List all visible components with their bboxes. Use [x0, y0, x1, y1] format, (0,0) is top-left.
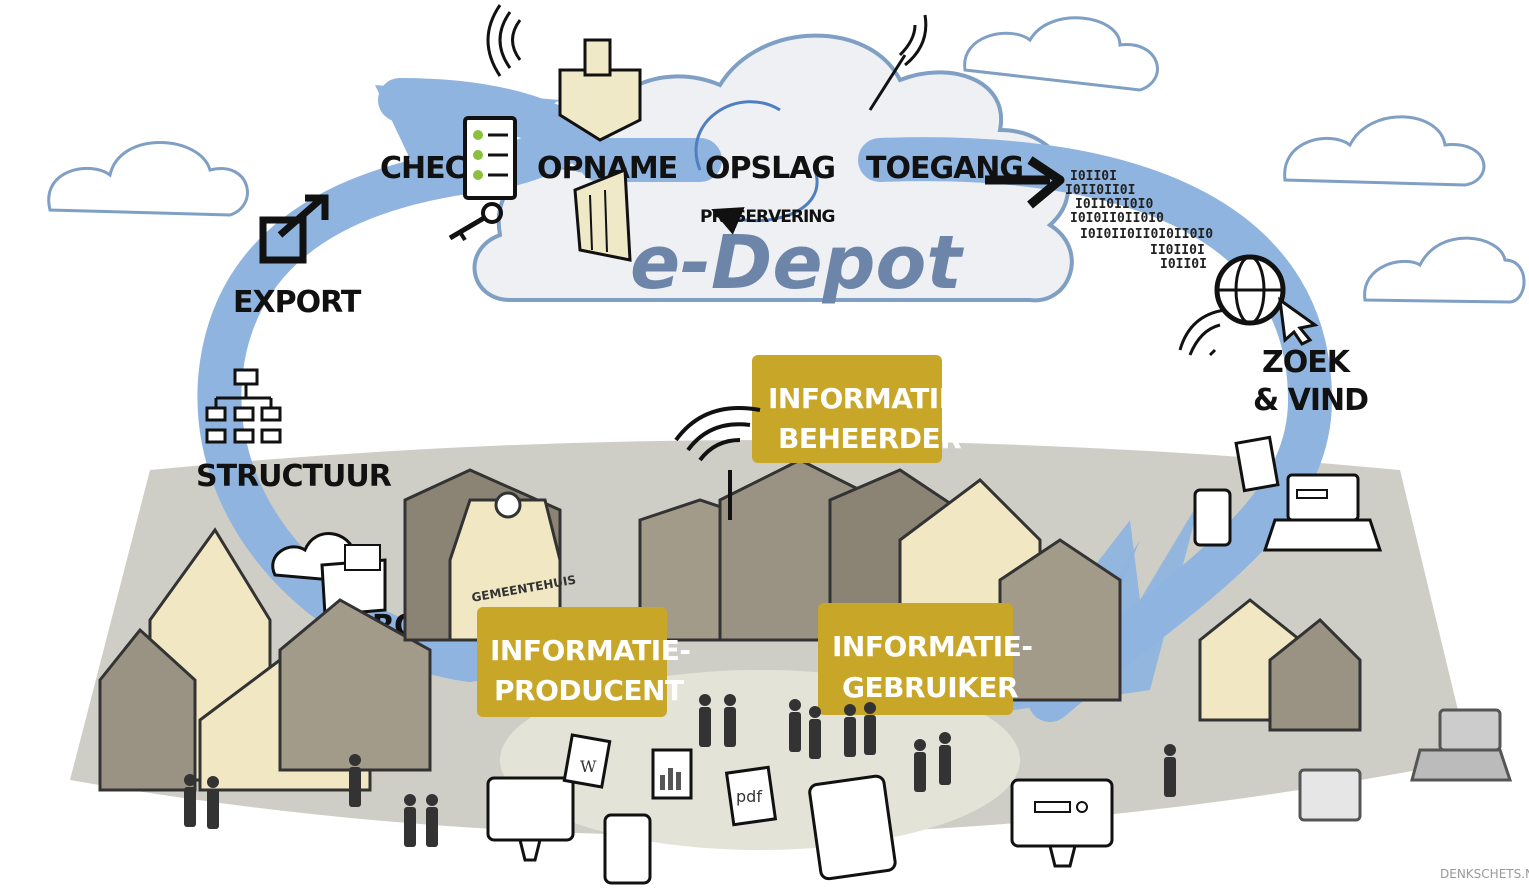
device-monitor-left	[486, 776, 575, 862]
archive-building-icon	[558, 38, 642, 262]
gebruiker-line2: GEBRUIKER	[842, 671, 1018, 704]
cloud-left	[47, 141, 249, 217]
signal-waves-center	[674, 406, 761, 520]
label-preservering: PRESERVERING	[700, 207, 835, 227]
label-export: EXPORT	[233, 285, 362, 320]
cloud-right-1	[1283, 115, 1486, 187]
cloud-top-right	[963, 16, 1159, 92]
cloud-right-2	[1363, 236, 1526, 304]
svg-text:I0I0II0II0I0: I0I0II0II0I0	[1070, 211, 1164, 226]
edepot-title: e-Depot	[630, 220, 964, 306]
svg-text:I0II0II0I0: I0II0II0I0	[1075, 197, 1153, 212]
export-icon	[259, 194, 329, 264]
svg-text:I0II0I: I0II0I	[1070, 169, 1117, 184]
gebruiker-line1: INFORMATIE-	[832, 630, 1032, 663]
storage-cycle-icon	[694, 100, 819, 221]
label-zoek: ZOEK	[1262, 345, 1352, 380]
signal-waves-top-left	[486, 4, 522, 77]
beheerder-plaque	[752, 355, 942, 463]
svg-text:I0II0I: I0II0I	[1160, 257, 1207, 272]
svg-text:I0II0II0I: I0II0II0I	[1065, 183, 1135, 198]
label-structuur: STRUCTUUR	[196, 459, 392, 494]
people-group-left	[184, 754, 438, 847]
producent-plaque	[477, 607, 667, 717]
people-group-center	[699, 694, 951, 792]
svg-text:I0I0II0II0I0II0I0: I0I0II0II0I0II0I0	[1080, 227, 1213, 242]
label-vind: & VIND	[1253, 383, 1368, 418]
houses-right	[998, 538, 1362, 732]
gebruiker-plaque	[818, 603, 1013, 715]
town-hall	[448, 491, 562, 642]
document-icon-right	[1234, 435, 1280, 493]
device-phone-right	[1193, 488, 1232, 547]
person-right	[1164, 744, 1176, 797]
word-file-icon	[562, 733, 612, 789]
producent-line1: INFORMATIE-	[490, 634, 690, 667]
device-tablet	[808, 774, 897, 881]
signal-waves-right	[1178, 308, 1226, 357]
producent-line2: PRODUCENT	[494, 674, 684, 707]
device-laptop-far-right	[1410, 708, 1513, 782]
key-icon	[448, 202, 503, 242]
svg-text:II0II0I: II0II0I	[1150, 243, 1205, 258]
chart-file-icon	[651, 748, 693, 800]
signal-waves-top-right	[868, 14, 928, 111]
toegang-arrow	[985, 156, 1065, 209]
device-monitor-right	[1010, 778, 1114, 868]
checklist-icon	[463, 116, 517, 200]
credit: DENKSCHETS.NL	[1440, 867, 1529, 881]
beheerder-line2: BEHEERDER	[778, 422, 961, 455]
pdf-file-label: pdf	[736, 787, 762, 806]
device-tablet-far-right	[1298, 768, 1362, 822]
beheerder-line1: INFORMATIE-	[768, 382, 968, 415]
word-file-label: W	[580, 757, 597, 776]
label-opslag: OPSLAG	[705, 151, 835, 186]
pdf-file-icon	[724, 765, 778, 827]
hierarchy-icon	[205, 368, 282, 444]
globe-icon	[1214, 254, 1319, 346]
device-laptop-right	[1262, 473, 1383, 552]
device-phone	[603, 813, 652, 885]
binary-stream: I0II0I I0II0II0I I0II0II0I0 I0I0II0II0I0…	[1065, 169, 1213, 272]
